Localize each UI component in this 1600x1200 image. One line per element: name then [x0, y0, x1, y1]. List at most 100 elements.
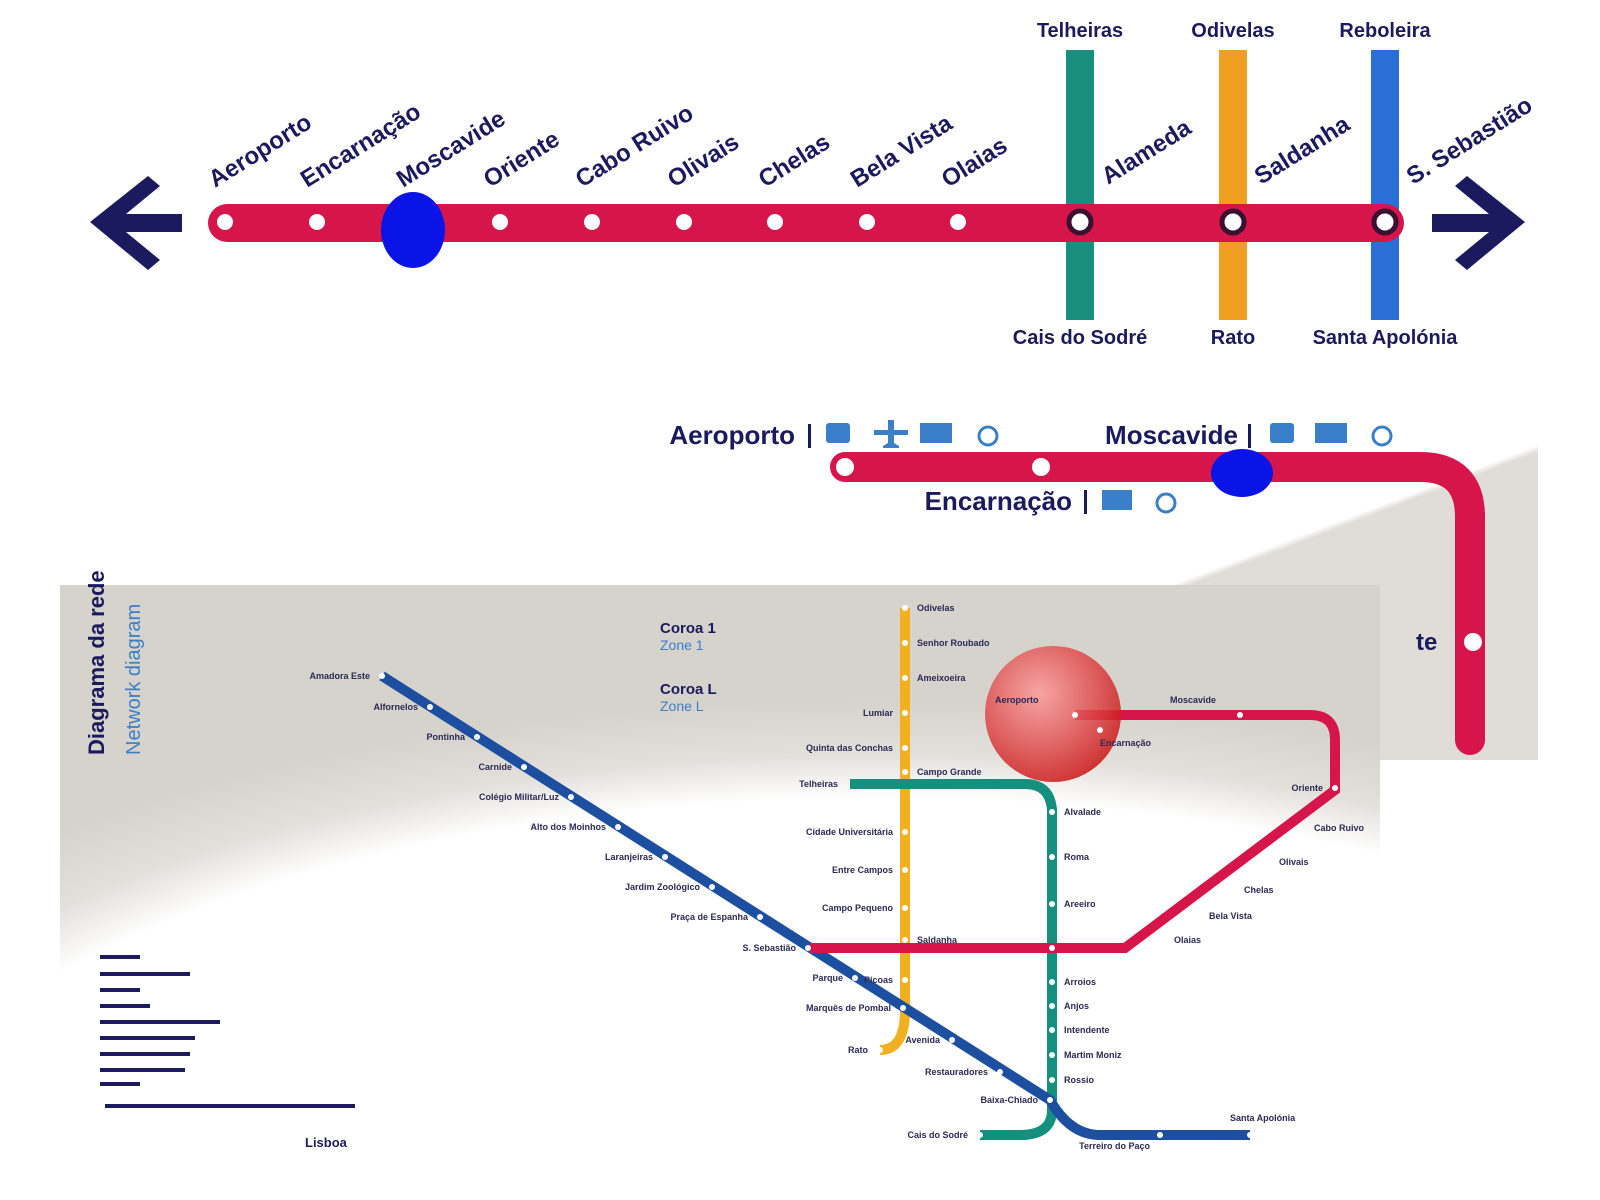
station-dot — [767, 214, 783, 230]
luggage-icon — [1102, 490, 1132, 510]
station-label: Odivelas — [917, 603, 955, 613]
station-label: Restauradores — [925, 1067, 988, 1077]
station-label: Bela Vista — [1209, 911, 1253, 921]
current-station-marker — [381, 192, 445, 268]
station-label: Entre Campos — [832, 865, 893, 875]
red-line — [208, 204, 1404, 242]
station-dot — [1297, 825, 1303, 831]
station-dot — [757, 914, 763, 920]
station-dot — [568, 794, 574, 800]
station-label: Alfornelos — [373, 702, 418, 712]
station-dot — [950, 214, 966, 230]
station-dot — [1371, 208, 1399, 236]
station-dot — [1049, 901, 1055, 907]
inset-station-label: Encarnação — [925, 486, 1072, 516]
station-label: Alto dos Moinhos — [531, 822, 607, 832]
station-label: Campo Grande — [917, 767, 982, 777]
station-dot — [902, 867, 908, 873]
station-label: Quinta das Conchas — [806, 743, 893, 753]
bus-icon — [1270, 423, 1294, 443]
station-label: Campo Pequeno — [822, 903, 894, 913]
inset-station-label: Moscavide — [1105, 420, 1238, 450]
station-label: Alameda — [1097, 114, 1197, 190]
station-label: Olaias — [937, 132, 1012, 193]
parking-icon — [1315, 423, 1347, 443]
station-dot — [877, 1047, 883, 1053]
station-dot — [1237, 712, 1243, 718]
station-dot — [521, 764, 527, 770]
station-dot — [977, 1132, 983, 1138]
station-label: Intendente — [1064, 1025, 1110, 1035]
station-dot — [1227, 887, 1233, 893]
station-label: Alvalade — [1064, 807, 1101, 817]
station-dot — [1097, 727, 1103, 733]
station-label: Praça de Espanha — [670, 912, 749, 922]
zone-label-en: Zone L — [660, 698, 704, 714]
station-dot — [709, 884, 715, 890]
connection-line-blue — [1371, 50, 1399, 320]
station-label: Baixa-Chiado — [980, 1095, 1038, 1105]
station-dot — [900, 1005, 906, 1011]
station-dot — [1049, 854, 1055, 860]
wheelchair-icon — [977, 425, 999, 447]
connection-line-yellow — [1219, 50, 1247, 320]
connection-bottom-label: Rato — [1211, 327, 1255, 349]
station-label: Parque — [812, 973, 843, 983]
inset-red-line — [830, 452, 1485, 755]
station-label: Bela Vista — [846, 109, 958, 193]
station-dot — [997, 1069, 1003, 1075]
station-label: Colégio Militar/Luz — [479, 792, 559, 802]
station-dot — [379, 673, 385, 679]
station-label: Rato — [848, 1045, 869, 1055]
station-label: Saldanha — [917, 935, 958, 945]
station-label: Pontinha — [427, 732, 466, 742]
station-dot — [902, 829, 908, 835]
connection-bottom-label: Santa Apolónia — [1313, 327, 1459, 349]
station-label: Senhor Roubado — [917, 638, 990, 648]
station-dot — [474, 734, 480, 740]
station-dot — [805, 945, 811, 951]
station-dot — [902, 905, 908, 911]
highlight-circle — [985, 646, 1121, 782]
station-dot — [309, 214, 325, 230]
green-line — [850, 779, 1057, 1140]
station-label: Chelas — [1244, 885, 1274, 895]
station-label: Arroios — [1064, 977, 1096, 987]
station-label: Rossio — [1064, 1075, 1095, 1085]
station-label: Saldanha — [1250, 110, 1355, 190]
wheelchair-icon — [1155, 492, 1177, 514]
station-label: Roma — [1064, 852, 1090, 862]
station-label: Cais do Sodré — [907, 1130, 968, 1140]
network-diagram: Diagrama da rede Network diagram Coroa 1… — [60, 570, 1380, 1160]
station-label: Anjos — [1064, 1001, 1089, 1011]
station-dot — [1157, 1132, 1163, 1138]
station-dot — [902, 675, 908, 681]
station-dot — [902, 977, 908, 983]
station-dot — [584, 214, 600, 230]
zone-label: Coroa 1 — [660, 620, 716, 637]
inset-service-icons — [826, 420, 1393, 514]
city-label: Lisboa — [305, 1135, 348, 1150]
station-label: Jardim Zoológico — [625, 882, 701, 892]
station-dot — [676, 214, 692, 230]
station-dot — [1072, 712, 1078, 718]
wheelchair-icon — [1371, 425, 1393, 447]
station-dot — [1219, 208, 1247, 236]
station-dot — [1247, 1132, 1253, 1138]
station-label: Santa Apolónia — [1230, 1113, 1296, 1123]
station-label: Picoas — [864, 975, 893, 985]
station-dot — [492, 214, 508, 230]
station-dot — [1049, 809, 1055, 815]
connection-top-label: Odivelas — [1191, 20, 1274, 42]
station-label: S. Sebastião — [1402, 92, 1537, 191]
station-dot — [1032, 458, 1050, 476]
station-dot — [859, 214, 875, 230]
station-dot — [1047, 1097, 1053, 1103]
station-dot — [1262, 859, 1268, 865]
station-label: Ameixoeira — [917, 673, 967, 683]
station-dot — [1049, 1027, 1055, 1033]
station-label: Olivais — [1279, 857, 1309, 867]
station-label: Laranjeiras — [605, 852, 653, 862]
